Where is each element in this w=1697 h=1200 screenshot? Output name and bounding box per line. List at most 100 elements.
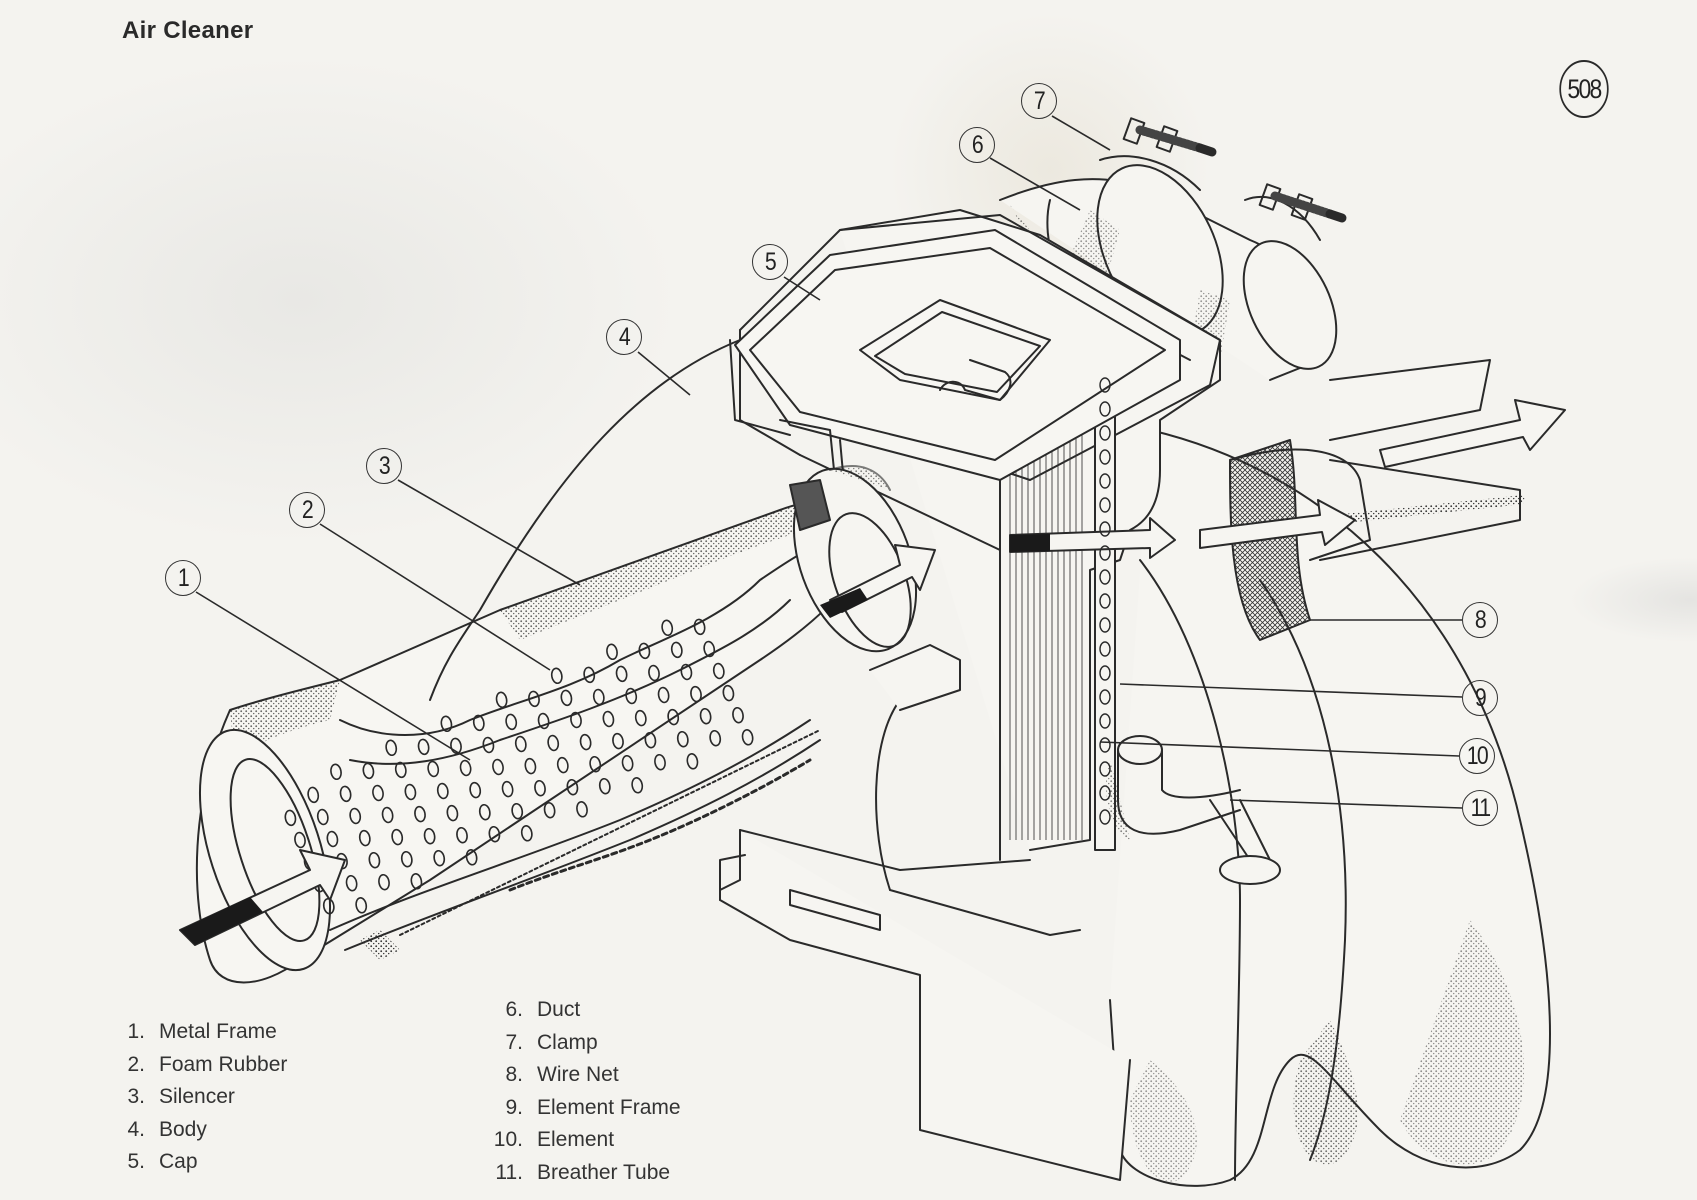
leader-11	[1229, 799, 1463, 809]
legend-number: 10.	[493, 1128, 523, 1151]
perforation-hole	[514, 735, 527, 753]
frame-hole	[1099, 665, 1111, 681]
frame-hole	[1099, 617, 1111, 633]
legend-number: 8.	[505, 1063, 523, 1086]
perforation-hole	[534, 779, 546, 797]
body-outline	[429, 339, 741, 701]
perforation-hole	[670, 641, 683, 659]
perforation-hole	[606, 643, 618, 661]
perforation-hole	[440, 715, 453, 733]
wire-net	[1229, 359, 1525, 641]
legend-number: 5.	[127, 1150, 145, 1173]
callout-1: 1	[165, 560, 201, 596]
perforation-hole	[621, 754, 634, 772]
perforation-hole	[358, 829, 371, 847]
callout-label: 3	[378, 451, 391, 480]
frame-hole	[1099, 545, 1111, 561]
leader-1	[195, 591, 471, 761]
legend-item: 7.Clamp	[483, 1027, 681, 1060]
perforation-hole	[511, 802, 524, 820]
perforation-hole	[472, 714, 485, 732]
legend-item: 5. Cap	[115, 1146, 287, 1179]
frame-hole	[1099, 713, 1111, 729]
perforation-hole	[459, 759, 472, 777]
perforation-hole	[686, 753, 699, 770]
legend-item: 6.Duct	[483, 994, 681, 1027]
perforation-hole	[703, 640, 716, 658]
perforation-hole	[699, 707, 712, 725]
perforation-hole	[547, 734, 560, 752]
perforation-hole	[693, 618, 706, 636]
callout-7: 7	[1021, 83, 1057, 119]
figure-number-badge: 508	[1559, 60, 1609, 118]
perforation-hole	[446, 804, 459, 822]
frame-hole	[1099, 641, 1111, 657]
callout-10: 10	[1459, 738, 1495, 774]
perforation-hole	[576, 801, 588, 818]
leader-10	[1099, 741, 1460, 757]
perforation-hole	[391, 828, 404, 846]
perforation-hole	[330, 763, 342, 781]
leader-9	[1119, 683, 1463, 698]
perforation-hole	[589, 755, 602, 773]
perforation-hole	[423, 827, 436, 845]
perforation-hole	[456, 826, 468, 844]
perforation-hole	[505, 713, 518, 731]
perforation-hole	[316, 808, 329, 826]
page-title: Air Cleaner	[122, 17, 254, 44]
frame-hole	[1099, 497, 1111, 513]
perforation-hole	[657, 686, 670, 704]
perforation-hole	[385, 739, 398, 757]
callout-label: 1	[177, 563, 190, 592]
legend-text: Breather Tube	[537, 1160, 671, 1184]
frame-hole	[1099, 785, 1111, 801]
legend-text: Foam Rubber	[159, 1052, 288, 1076]
perforation-hole	[410, 873, 423, 890]
perforation-hole	[732, 706, 744, 724]
leader-2	[319, 523, 551, 671]
frame-hole	[1099, 425, 1111, 441]
perforation-hole	[427, 760, 440, 778]
perforation-hole	[450, 737, 462, 755]
legend-text: Silencer	[159, 1085, 235, 1108]
frame-hole	[1099, 737, 1111, 753]
perforation-hole	[638, 642, 651, 660]
callout-label: 4	[618, 322, 631, 351]
perforation-hole	[326, 830, 339, 848]
perforation-hole	[712, 662, 725, 680]
legend-text: Cap	[159, 1150, 198, 1173]
perforation-hole	[355, 897, 368, 914]
callout-11: 11	[1462, 790, 1498, 826]
clamps	[1099, 117, 1347, 241]
parts-legend-column-2: 6.Duct 7.Clamp 8.Wire Net 9.Element Fram…	[483, 994, 681, 1189]
perforation-hole	[520, 825, 533, 842]
legend-item: 10.Element	[483, 1124, 681, 1157]
frame-hole	[1099, 473, 1111, 489]
element-frame-holes	[1099, 377, 1111, 825]
cap	[729, 229, 1181, 496]
perforation-hole	[414, 805, 426, 823]
frame-hole	[1099, 593, 1111, 609]
perforation-hole	[550, 667, 563, 685]
legend-item: 3.Silencer	[115, 1081, 287, 1114]
figure-number: 508	[1567, 73, 1602, 104]
perforation-hole	[598, 777, 611, 795]
legend-number: 4.	[127, 1117, 145, 1141]
perforation-hole	[400, 850, 413, 868]
callout-label: 10	[1466, 741, 1489, 770]
perforation-hole	[349, 807, 362, 825]
leader-3	[397, 479, 581, 586]
frame-hole	[1099, 689, 1111, 705]
leader-5	[783, 276, 821, 301]
perforation-hole	[465, 849, 478, 866]
perforation-hole	[381, 806, 394, 824]
perforation-hole	[394, 761, 407, 779]
perforation-hole	[661, 619, 674, 637]
frame-hole	[1099, 809, 1111, 825]
callout-label: 9	[1474, 683, 1487, 712]
perforation-hole	[294, 831, 306, 849]
perforation-hole	[709, 729, 722, 747]
perforation-hole	[690, 685, 702, 703]
perforation-hole	[667, 708, 680, 726]
perforation-hole	[372, 784, 384, 802]
